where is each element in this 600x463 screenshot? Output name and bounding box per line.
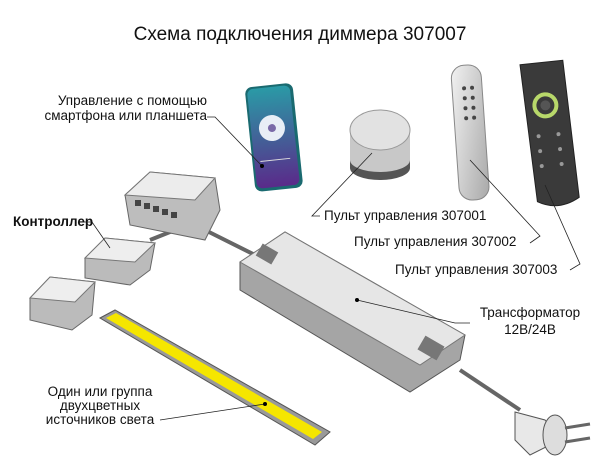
smartphone-label-line2: смартфона или планшета	[44, 108, 207, 123]
transformer-icon	[239, 231, 466, 393]
hub-icon	[123, 171, 221, 241]
remote-307001-label: Пульт управления 307001	[324, 208, 487, 223]
led-strip-icon	[98, 309, 331, 446]
remote-307003-label: Пульт управления 307003	[395, 262, 558, 277]
light-label-line2: двухцветных	[59, 398, 141, 413]
diagram-title: Схема подключения диммера 307007	[133, 24, 467, 45]
smartphone-icon	[245, 83, 303, 192]
remote-307002-label: Пульт управления 307002	[354, 234, 517, 249]
controller-icon	[83, 237, 157, 286]
light-label-line1: Один или группа	[47, 384, 153, 399]
light-label-line3: источников света	[45, 412, 155, 427]
leader-lines	[84, 116, 581, 421]
transformer-label-line1: Трансформатор	[479, 305, 581, 320]
connector-box-icon	[28, 276, 97, 331]
controller-label: Контроллер	[13, 214, 94, 229]
transformer-label-line2: 12В/24В	[504, 322, 556, 337]
smartphone-label-line1: Управление с помощью	[57, 93, 207, 108]
remote-307003-icon	[519, 59, 580, 207]
plug-icon	[514, 411, 591, 456]
remote-307001-icon	[349, 109, 411, 180]
remote-307002-icon	[450, 64, 490, 201]
